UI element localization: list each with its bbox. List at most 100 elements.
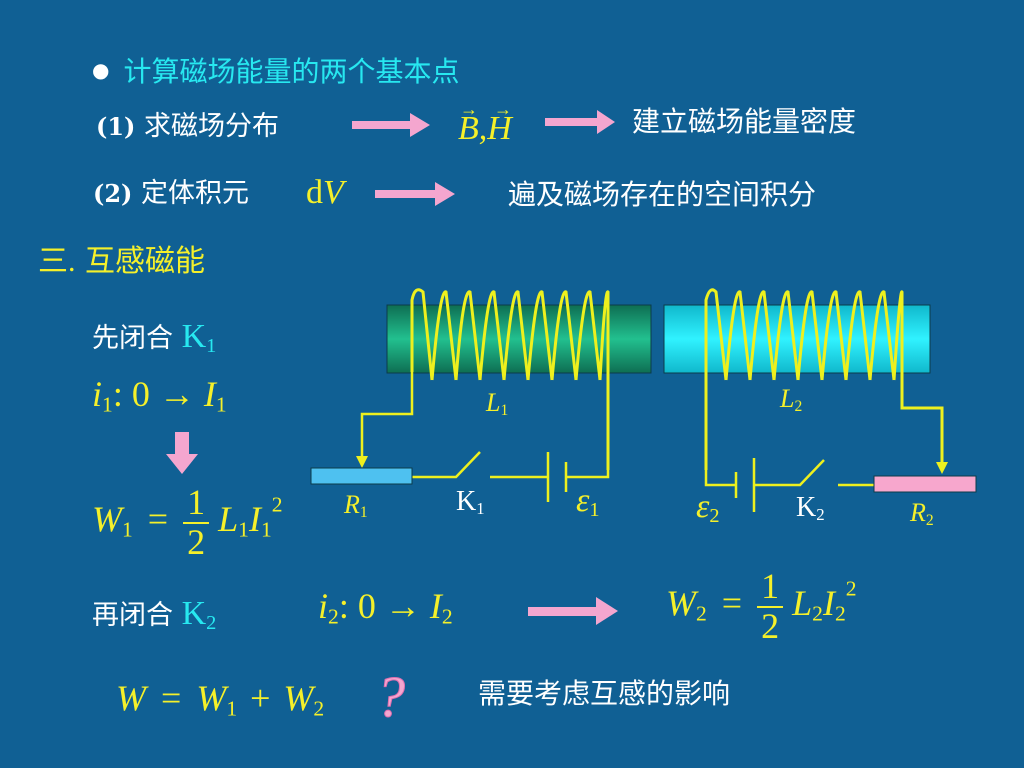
point1-text: 求磁场分布 bbox=[144, 111, 280, 142]
mutual-note: 需要考虑互感的影响 bbox=[478, 677, 731, 710]
arrow-down bbox=[166, 432, 198, 474]
bullet-heading: ● 计算磁场能量的两个基本点 bbox=[92, 58, 459, 86]
step2-switch-k: K bbox=[181, 595, 207, 632]
label-r1: R1 bbox=[344, 490, 368, 521]
step1-switch-sub: 1 bbox=[206, 335, 217, 358]
step1-i-sub: 1 bbox=[102, 392, 113, 417]
step2-I: I bbox=[429, 586, 442, 626]
point1-num: (1) bbox=[96, 112, 136, 141]
w2-num: 1 bbox=[757, 567, 784, 608]
bh-vector-arrows: →→ bbox=[460, 99, 528, 119]
point2-symbol: dV bbox=[306, 176, 344, 210]
section-title-text: 互感磁能 bbox=[85, 244, 206, 279]
label-l2: L2 bbox=[780, 384, 803, 415]
emf1-sub: 1 bbox=[589, 499, 600, 522]
step2-I-sub: 2 bbox=[441, 604, 453, 629]
coil-2 bbox=[704, 288, 944, 470]
point2-label: (2) 定体积元 bbox=[93, 180, 249, 207]
label-emf2: ε2 bbox=[696, 490, 720, 527]
k1-sub: 1 bbox=[476, 499, 485, 519]
point1-label: (1) 求磁场分布 bbox=[96, 113, 279, 140]
total-energy: W = W1 + W2 bbox=[116, 680, 324, 720]
w2-eq: = bbox=[721, 583, 743, 624]
arrow-point1-b bbox=[545, 110, 615, 134]
step1-switch-k: K bbox=[181, 318, 207, 355]
w2-i: I bbox=[822, 583, 835, 624]
dv-d: d bbox=[306, 174, 323, 211]
coil-1 bbox=[410, 288, 610, 470]
r2-letter: R bbox=[910, 498, 926, 527]
k2-letter: K bbox=[796, 492, 817, 523]
emf2-letter: ε bbox=[696, 488, 710, 525]
emf2-sub: 2 bbox=[709, 505, 720, 528]
w1-w: W bbox=[92, 499, 122, 540]
dv-v: V bbox=[323, 174, 344, 211]
label-r2: R2 bbox=[910, 498, 934, 529]
step1-label: 先闭合 K1 bbox=[92, 320, 216, 357]
step2-label-text: 再闭合 bbox=[92, 600, 173, 631]
step1-I-sub: 1 bbox=[215, 392, 227, 417]
label-k2: K2 bbox=[796, 494, 825, 524]
total-w2: W bbox=[283, 678, 314, 718]
r1-letter: R bbox=[344, 490, 360, 519]
total-w2-sub: 2 bbox=[313, 696, 325, 721]
w2-i-sub: 2 bbox=[834, 601, 846, 626]
point2-num: (2) bbox=[93, 179, 133, 208]
bullet-text: 计算磁场能量的两个基本点 bbox=[123, 55, 460, 88]
section-num: 三. bbox=[38, 245, 76, 278]
w1-eq: = bbox=[147, 499, 169, 540]
w1-pow: 2 bbox=[271, 492, 283, 517]
w2-pow: 2 bbox=[845, 576, 857, 601]
step1-i: i bbox=[92, 374, 103, 414]
point1-result: 建立磁场能量密度 bbox=[632, 105, 857, 138]
total-w1: W bbox=[196, 678, 227, 718]
r1-sub: 1 bbox=[359, 503, 368, 521]
w1-den: 2 bbox=[187, 521, 206, 562]
step2-switch: K2 bbox=[181, 595, 217, 635]
arrow-point1-a bbox=[352, 113, 430, 137]
emf1-letter: ε bbox=[576, 482, 590, 519]
step2-current: i2: 0 → I2 bbox=[318, 588, 453, 628]
arrow-step2 bbox=[528, 597, 618, 625]
label-k1: K1 bbox=[456, 488, 485, 518]
w2-l: L bbox=[792, 583, 813, 624]
w1-num: 1 bbox=[183, 483, 210, 524]
w1-i-sub: 1 bbox=[260, 517, 272, 542]
resistor-1 bbox=[310, 467, 413, 485]
section-title: 三. 互感磁能 bbox=[38, 247, 205, 277]
step2-label: 再闭合 K2 bbox=[92, 597, 216, 634]
point2-result: 遍及磁场存在的空间积分 bbox=[508, 178, 817, 211]
step1-I: I bbox=[203, 374, 216, 414]
resistor-2 bbox=[873, 475, 977, 493]
step2-i: i bbox=[318, 586, 329, 626]
bullet-dot: ● bbox=[92, 58, 110, 82]
l2-letter: L bbox=[780, 384, 795, 413]
question-mark: ? bbox=[376, 664, 406, 729]
step1-switch: K1 bbox=[181, 318, 217, 358]
point2-text: 定体积元 bbox=[141, 178, 250, 209]
point1-symbols: →→ B,H bbox=[458, 100, 512, 146]
w2-w: W bbox=[666, 583, 696, 624]
step1-current: i1: 0 → I1 bbox=[92, 376, 227, 416]
arrow-point2 bbox=[375, 182, 455, 206]
w2-l-sub: 2 bbox=[812, 601, 823, 626]
total-w: W bbox=[116, 678, 146, 718]
l1-letter: L bbox=[486, 388, 501, 417]
label-emf1: ε1 bbox=[576, 484, 600, 521]
l1-sub: 1 bbox=[500, 401, 509, 419]
w2-sub: 2 bbox=[696, 601, 707, 626]
circuit-1-wires bbox=[356, 372, 610, 502]
total-w1-sub: 1 bbox=[226, 696, 238, 721]
circuit-2-wires bbox=[704, 458, 948, 512]
k2-sub: 2 bbox=[816, 505, 825, 525]
step2-i-sub: 2 bbox=[328, 604, 339, 629]
l2-sub: 2 bbox=[794, 397, 803, 415]
step2-switch-sub: 2 bbox=[206, 612, 217, 635]
step1-range: : 0 → bbox=[112, 374, 204, 414]
w1-i: I bbox=[248, 499, 261, 540]
